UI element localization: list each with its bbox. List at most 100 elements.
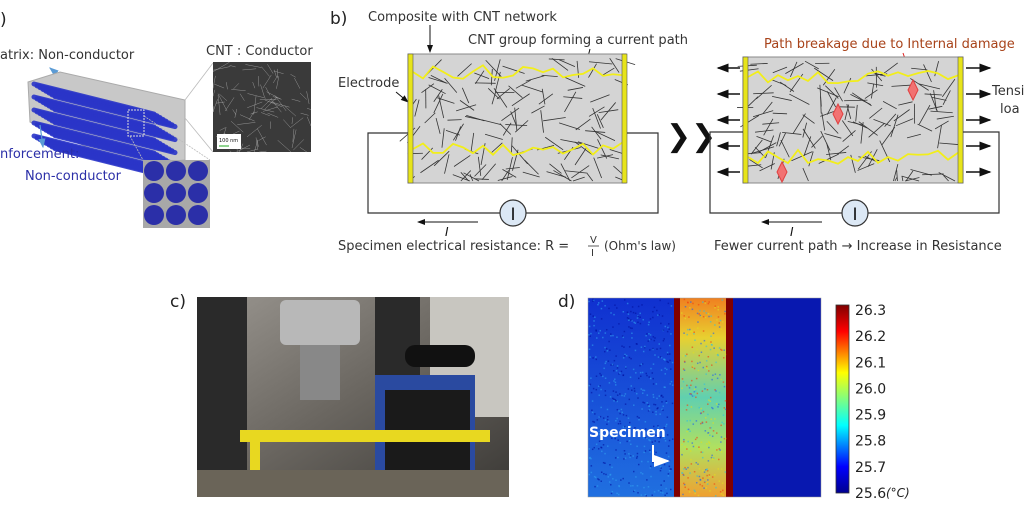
result-text: Fewer current path → Increase in Resista…	[714, 239, 1002, 254]
cnt-fiber	[502, 122, 512, 136]
colorbar-tick-label: 26.0	[855, 381, 886, 397]
cnt-fiber	[772, 112, 788, 115]
current-path	[747, 148, 959, 165]
cnt-fiber	[776, 132, 781, 147]
cnt-fiber	[501, 107, 520, 121]
cnt-fiber	[544, 136, 564, 151]
panel-d-label: d)	[558, 292, 575, 312]
cnt-fiber	[499, 123, 512, 135]
current-path	[747, 70, 959, 85]
colorbar-tick-label: 25.9	[855, 408, 886, 424]
cnt-fiber	[858, 121, 878, 136]
cnt-fiber	[752, 110, 774, 118]
cnt-fiber	[600, 154, 620, 160]
composite-label: Composite with CNT network	[368, 10, 557, 25]
cnt-fiber	[929, 93, 938, 112]
cnt-fiber	[560, 139, 583, 145]
electrode-left	[407, 53, 414, 184]
cnt-fiber	[808, 151, 814, 167]
cnt-fiber	[905, 170, 914, 182]
fiber-section	[144, 183, 164, 203]
cnt-fiber	[461, 87, 470, 104]
cnt-fiber	[752, 146, 775, 154]
cnt-fiber	[936, 115, 954, 120]
thermal-image: Specimen	[587, 297, 822, 498]
colorbar-tick-label: 25.6	[855, 486, 886, 502]
cnt-fiber	[825, 85, 839, 99]
unit-label: (°C)	[886, 486, 910, 500]
tensile-label-2: loa	[1000, 102, 1020, 117]
cnt-fiber	[818, 153, 839, 164]
cnt-fiber	[891, 84, 912, 87]
cnt-fiber	[574, 141, 593, 155]
reinforcement-arrow	[38, 124, 46, 149]
cnt-fiber	[867, 82, 884, 87]
cross-section-inset	[143, 160, 210, 228]
cnt-fiber	[588, 61, 613, 65]
ohms-law: (Ohm's law)	[604, 239, 676, 253]
formula-denominator: I	[591, 248, 594, 259]
cnt-fiber	[421, 83, 435, 94]
current-path	[412, 141, 624, 157]
cnt-fiber	[596, 114, 604, 128]
cnt-fiber	[749, 159, 763, 169]
cnt-fiber	[470, 132, 475, 152]
cnt-fiber	[802, 128, 816, 149]
cnt-fiber	[779, 81, 795, 92]
cnt-group-label: CNT group forming a current path	[468, 33, 688, 48]
panel-b: b) Composite with CNT network CNT group …	[330, 9, 1024, 259]
cnt-fiber	[789, 93, 810, 105]
cnt-fiber	[491, 142, 503, 154]
cnt-fiber	[585, 130, 606, 133]
cnt-fiber	[896, 170, 898, 182]
cnt-fiber	[750, 139, 763, 155]
cnt-fiber	[918, 83, 941, 90]
cnt-fiber	[514, 120, 529, 133]
cnt-fiber	[857, 163, 875, 171]
cnt-fiber	[842, 130, 856, 142]
cnt-fiber	[906, 133, 921, 139]
cnt-fiber	[577, 141, 599, 149]
cnt-fiber	[904, 177, 920, 182]
fiber-section	[166, 183, 186, 203]
cnt-fiber	[502, 169, 517, 178]
cnt-fiber	[474, 70, 485, 85]
cnt-fiber	[515, 79, 531, 89]
transition-arrow-icon: ❯❯	[666, 119, 716, 154]
current-symbol: I	[445, 225, 449, 239]
cnt-fiber	[484, 133, 503, 140]
fiber-section	[166, 205, 186, 225]
fiber-section	[188, 183, 208, 203]
cnt-fiber	[592, 107, 601, 129]
cnt-fiber	[755, 129, 774, 133]
cnt-fiber	[780, 139, 790, 158]
cnt-fiber	[792, 113, 806, 134]
cnt-fiber	[928, 105, 943, 110]
panel-c: c)	[170, 292, 509, 497]
cnt-fiber	[941, 78, 956, 98]
breakage-label: Path breakage due to Internal damage	[764, 37, 1015, 52]
reinforcement-label-2: Non-conductor	[25, 169, 122, 184]
panel-c-label: c)	[170, 292, 186, 312]
cnt-fiber	[445, 130, 460, 136]
cnt-fiber	[846, 104, 852, 119]
composite-block	[27, 71, 186, 182]
cnt-fiber	[942, 90, 951, 106]
cnt-fiber	[756, 136, 772, 143]
cnt-fiber	[918, 104, 931, 125]
cnt-fiber	[428, 77, 448, 84]
cnt-fiber	[438, 95, 445, 119]
cnt-fiber	[575, 118, 591, 131]
cnt-fiber	[778, 132, 787, 147]
cnt-fiber	[834, 87, 843, 102]
cnt-fiber	[511, 93, 530, 107]
cnt-fiber	[531, 105, 545, 114]
cnt-fiber	[433, 150, 450, 167]
cnt-fiber	[474, 72, 490, 80]
cnt-fiber	[453, 155, 471, 167]
cnt-fiber	[567, 87, 584, 91]
cnt-fiber	[414, 99, 420, 117]
cnt-fiber	[902, 175, 920, 182]
electrode-right	[621, 53, 628, 184]
cnt-fiber	[497, 176, 513, 181]
